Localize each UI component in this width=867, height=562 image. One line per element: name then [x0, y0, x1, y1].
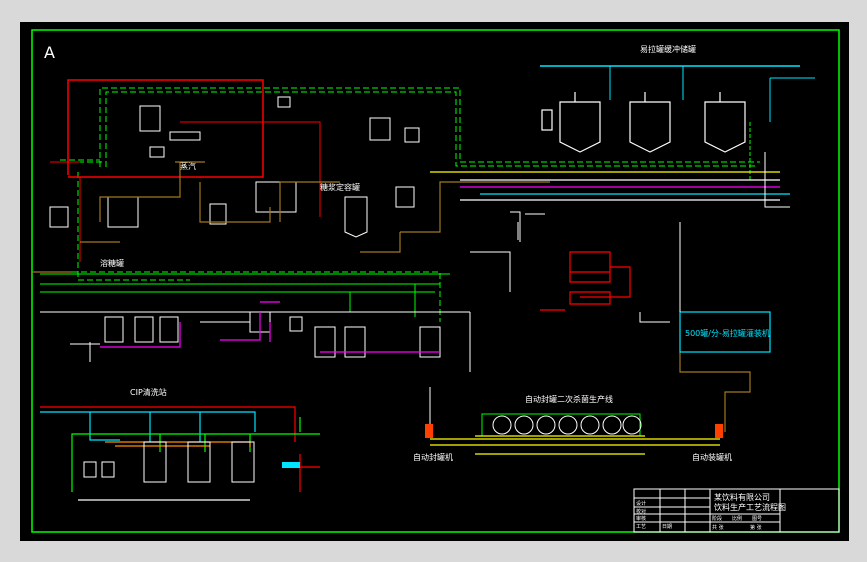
cip-pipes	[40, 406, 320, 501]
sealer-left-label: 自动封罐机	[413, 452, 453, 462]
cip-tanks	[83, 441, 255, 483]
title-row: 审核	[636, 515, 646, 522]
storage-tanks	[541, 92, 746, 153]
drawing-frame	[31, 29, 840, 533]
syrup-lines	[32, 161, 751, 432]
cad-drawing-canvas: A 易拉罐缓冲储罐 蒸汽 糖浆定容罐	[20, 22, 849, 541]
title-row: 设计	[636, 500, 646, 507]
title-row: 日期	[662, 524, 672, 530]
section-label-top-right: 易拉罐缓冲储罐	[640, 44, 696, 54]
title-field: 阶段	[712, 515, 722, 522]
cip-station-label: CIP清洗站	[130, 387, 167, 397]
sterilization-line-label: 自动封罐二次杀菌生产线	[525, 394, 613, 404]
filler-machine	[679, 311, 771, 353]
header-pipes	[430, 171, 790, 201]
title-company: 某饮料有限公司	[714, 492, 770, 502]
process-flow-diagram: A 易拉罐缓冲储罐 蒸汽 糖浆定容罐	[31, 29, 840, 533]
steam-label: 蒸汽	[180, 161, 196, 171]
dissolving-equipment	[49, 96, 420, 238]
steam-line	[67, 79, 264, 178]
title-block	[633, 488, 840, 533]
sterilization-tunnel	[425, 387, 723, 455]
title-row: 工艺	[636, 524, 646, 530]
blending-tanks	[40, 251, 511, 372]
title-field: 共 张	[712, 524, 724, 531]
heat-exchanger	[540, 251, 631, 311]
title-field: 比例	[732, 515, 742, 522]
sheet-letter: A	[44, 43, 55, 62]
title-field: 图号	[752, 516, 762, 522]
title-field: 第 张	[750, 524, 762, 531]
filler-label: 500罐/分-易拉罐灌装机	[685, 328, 770, 338]
cip-lines	[60, 87, 760, 322]
sealer-right-label: 自动装罐机	[692, 452, 732, 462]
title-drawing: 饮料生产工艺流程图	[714, 502, 786, 512]
dissolving-label: 溶糖罐	[100, 258, 124, 268]
title-row: 校对	[636, 508, 646, 515]
syrup-tank-label: 糖浆定容罐	[320, 182, 360, 192]
